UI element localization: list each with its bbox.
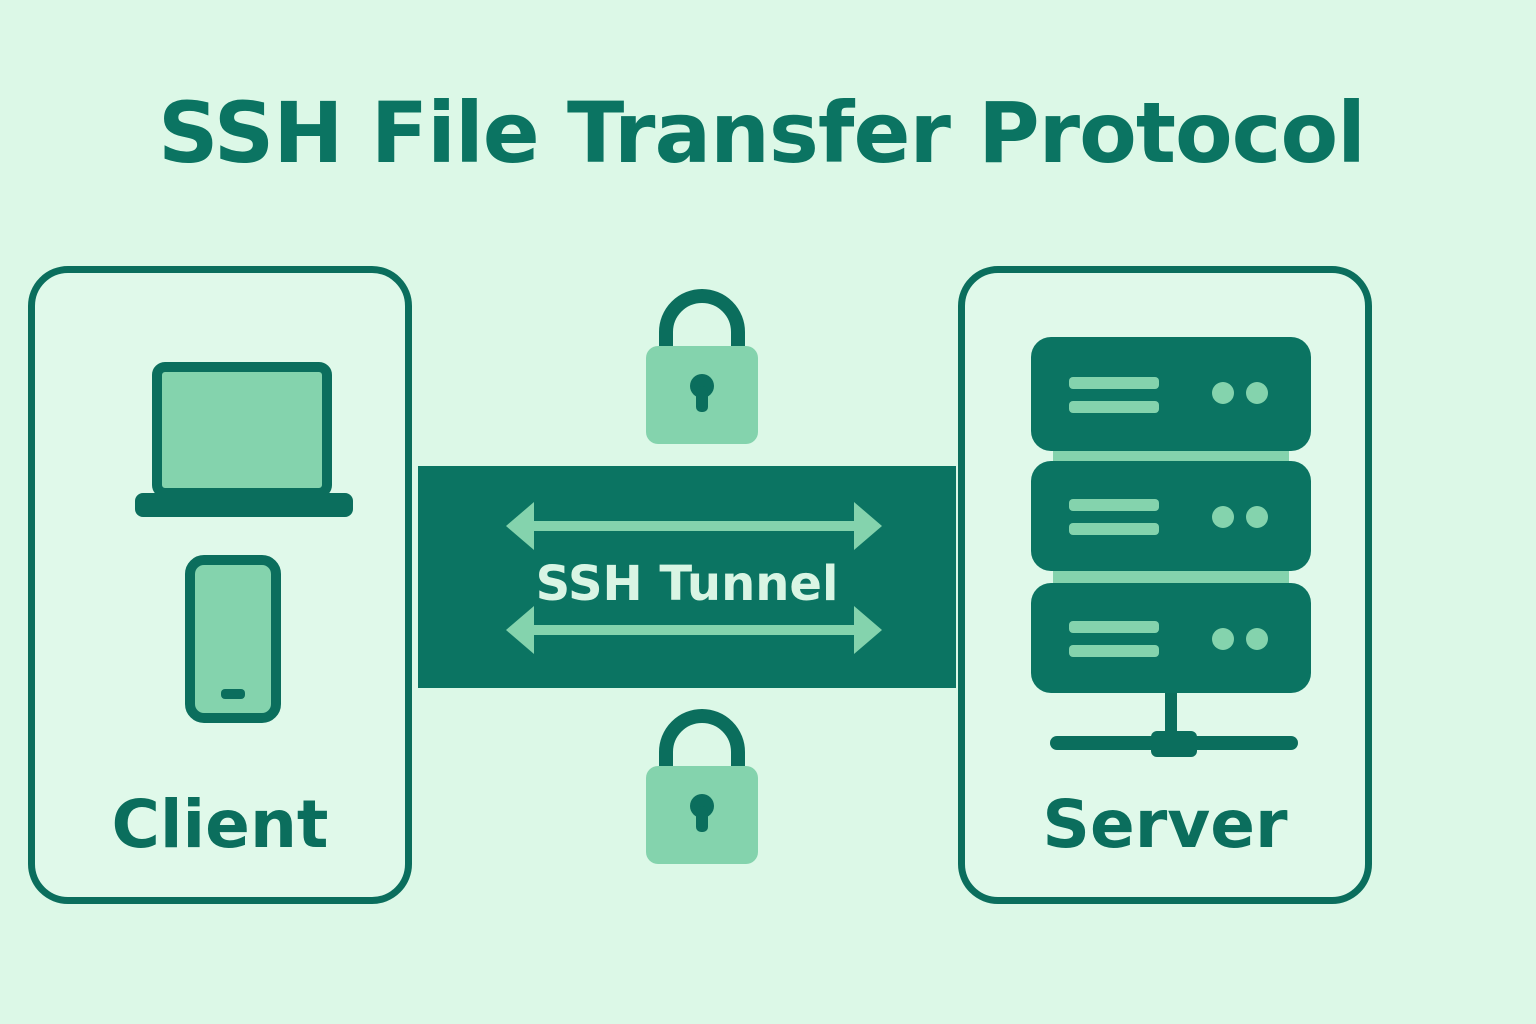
- bidirectional-arrow-icon: [506, 502, 882, 550]
- client-panel: Client: [28, 266, 412, 904]
- smartphone-icon: [185, 555, 281, 723]
- ssh-tunnel: SSH Tunnel: [418, 466, 956, 688]
- lock-icon: [646, 289, 758, 444]
- laptop-icon: [135, 362, 353, 517]
- diagram-title: SSH File Transfer Protocol: [158, 84, 1366, 182]
- tunnel-label: SSH Tunnel: [535, 556, 839, 612]
- network-connector-icon: [1050, 731, 1298, 757]
- bidirectional-arrow-icon: [506, 606, 882, 654]
- server-label: Server: [1042, 786, 1288, 863]
- server-panel: Server: [958, 266, 1372, 904]
- server-rack-icon: [1031, 337, 1311, 735]
- client-label: Client: [111, 786, 329, 863]
- lock-icon: [646, 709, 758, 864]
